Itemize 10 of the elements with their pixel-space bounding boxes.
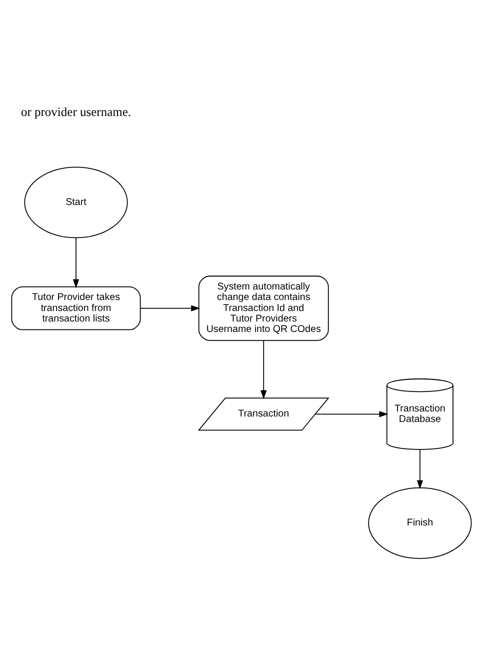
arrow (260, 340, 267, 400)
node-ellipse: Start (24, 166, 128, 238)
arrow (72, 238, 80, 288)
node-ellipse: Finish (368, 487, 472, 559)
arrow (314, 411, 388, 418)
node-box: System automatically change data contains Transaction Id and Tutor Providers Username into QR COdes (198, 276, 329, 341)
arrow (416, 449, 424, 490)
arrow (140, 305, 200, 312)
node-box: Tutor Provider takes transaction from transaction lists (11, 286, 141, 330)
label: or provider username. (20, 104, 132, 119)
